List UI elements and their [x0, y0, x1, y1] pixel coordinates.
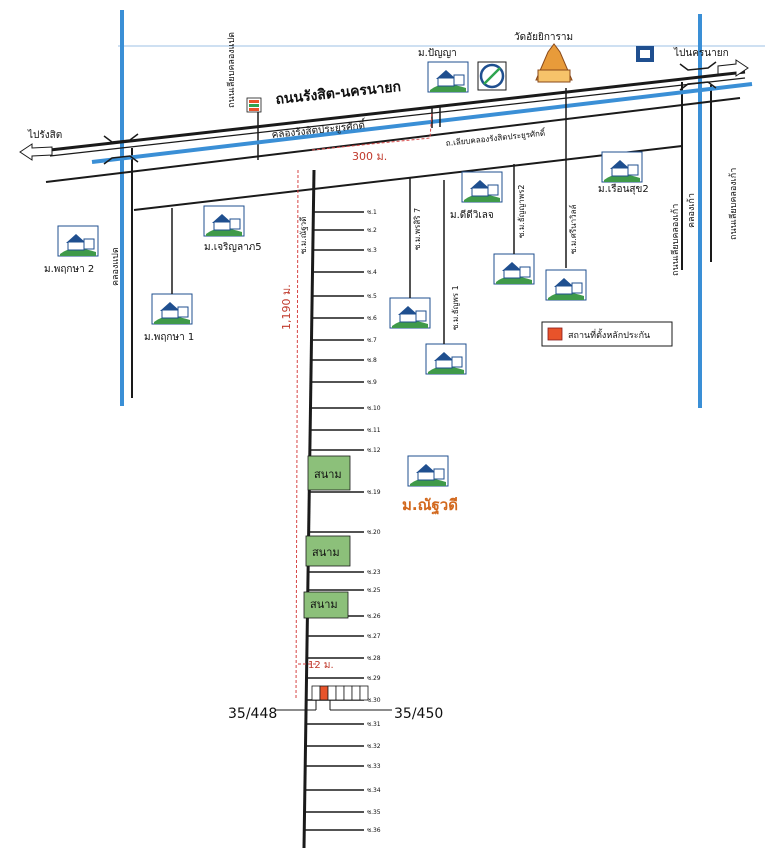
soi-label: ซ.5	[367, 293, 377, 300]
soi-pornsiri-label: ซ.ม.พรสิริ 7	[413, 208, 422, 250]
house-natthadee-icon	[407, 455, 449, 487]
soi-label: ซ.20	[367, 529, 381, 536]
khlong-kao-label: คลองเก้า	[686, 193, 697, 228]
field-2-label: สนาม	[312, 546, 340, 559]
right-side-road-label: ถนนเลียบคลองเก้า	[728, 168, 739, 240]
house-phruksa1-icon	[151, 293, 193, 325]
house-panya-icon	[427, 61, 469, 93]
field-2	[305, 535, 351, 567]
plot-row	[311, 685, 369, 701]
bank-icon	[636, 46, 654, 62]
m-panya-label: ม.ปัญญา	[418, 48, 457, 59]
soi-label: ซ.30	[367, 697, 381, 704]
address-left-label: 35/448	[228, 706, 277, 722]
soi-label: ซ.23	[367, 569, 381, 576]
soi-label: ซ.26	[367, 613, 381, 620]
soi-thanyaporn1-label: ซ.ม.ธัญพร 1	[451, 285, 460, 330]
house-phruksa2-icon	[57, 225, 99, 257]
m-phruksa1-label: ม.พฤกษา 1	[144, 332, 194, 343]
khlong-kao-road-label: ถนนเลียบคลองเก้า	[670, 204, 681, 276]
house-charoenlap5-icon	[203, 205, 245, 237]
soi-label: ซ.11	[367, 427, 381, 434]
side-road-label: ถ.เลียบคลองรังสิตประยูรศักดิ์	[445, 126, 547, 149]
house-ornvill-icon	[545, 269, 587, 301]
soi-label: ซ.7	[367, 337, 377, 344]
distance-300-label: 300 ม.	[352, 150, 387, 163]
field-1-label: สนาม	[314, 468, 342, 481]
soi-label: ซ.6	[367, 315, 377, 322]
m-phruksa2-label: ม.พฤกษา 2	[44, 264, 94, 275]
main-road-label: ถนนรังสิต-นครนายก	[275, 79, 402, 108]
arrow-to-nakhonnayok-icon	[717, 59, 749, 77]
m-charoenlap5-label: ม.เจริญลาภ5	[204, 242, 262, 253]
to-nakhonnayok-label: ไปนครนายก	[673, 47, 729, 59]
distance-1190-label: 1,190 ม.	[280, 284, 293, 330]
house-thanyaporn1-icon	[425, 343, 467, 375]
soi-natthadee-road	[302, 169, 316, 848]
soi-label: ซ.31	[367, 721, 381, 728]
soi-label: ซ.9	[367, 379, 377, 386]
soi-label: ซ.25	[367, 587, 381, 594]
soi-label: ซ.8	[367, 357, 377, 364]
distance-12-label: 12 ม.	[308, 660, 334, 671]
soi-label: ซ.12	[367, 447, 381, 454]
m-ruensuk2-label: ม.เรือนสุข2	[598, 183, 649, 195]
house-deedee-icon	[461, 171, 503, 203]
soi-label: ซ.3	[367, 247, 377, 254]
soi-label: ซ.32	[367, 743, 381, 750]
house-thanyaporn2-icon	[493, 253, 535, 285]
gas-station-icon	[477, 61, 507, 91]
khlong-paet-label: คลองแปด	[111, 247, 121, 286]
soi-label: ซ.1	[367, 209, 377, 216]
soi-label: ซ.19	[367, 489, 381, 496]
soi-label: ซ.34	[367, 787, 381, 794]
soi-label: ซ.33	[367, 763, 381, 770]
soi-natthadee-label: ซ.ม.ณัฐวดี	[299, 217, 308, 254]
soi-label: ซ.10	[367, 405, 381, 412]
soi-thanyaporn2-label: ซ.ม.ธัญญาพร2	[517, 185, 526, 238]
soi-label: ซ.28	[367, 655, 381, 662]
soi-label: ซ.35	[367, 809, 381, 816]
to-rangsit-label: ไปรังสิต	[27, 129, 62, 141]
field-1	[307, 455, 351, 491]
seven-eleven-icon	[246, 97, 262, 113]
khlong-paet-road-label: ถนนเลียบคลองแปด	[226, 32, 237, 108]
legend: สถานที่ตั้งหลักประกัน	[541, 321, 673, 347]
soi-label: ซ.36	[367, 827, 381, 834]
rangsit-canal	[91, 82, 753, 164]
soi-label: ซ.27	[367, 633, 381, 640]
soi-ornvill-label: ซ.ม.ศรีนาวิลล์	[568, 204, 578, 254]
legend-swatch	[547, 327, 563, 341]
field-3-label: สนาม	[310, 598, 338, 611]
temple-label: วัดอัยยิการาม	[514, 32, 573, 43]
m-deedee-label: ม.ดีดีวิเลจ	[450, 209, 494, 221]
temple-icon	[535, 43, 573, 83]
m-natthadee-label: ม.ณัฐวดี	[402, 496, 458, 515]
soi-label: ซ.29	[367, 675, 381, 682]
house-ruensuk2-icon	[601, 151, 643, 183]
soi-label: ซ.2	[367, 227, 377, 234]
house-pornsiri-icon	[389, 297, 431, 329]
arrow-to-rangsit-icon	[19, 143, 53, 161]
soi-label: ซ.4	[367, 269, 377, 276]
field-3	[303, 591, 349, 619]
legend-label: สถานที่ตั้งหลักประกัน	[568, 328, 650, 341]
address-right-label: 35/450	[394, 706, 443, 722]
main-road	[49, 70, 746, 152]
